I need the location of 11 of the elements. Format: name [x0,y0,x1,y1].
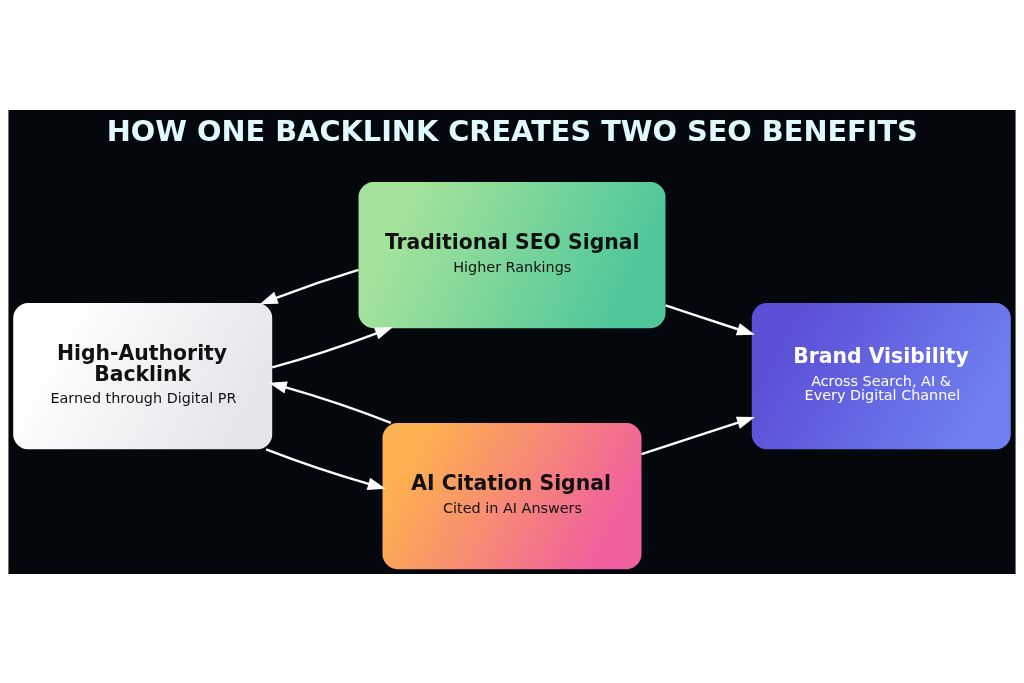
node-box: Traditional SEO Signal Higher Rankings [358,181,666,328]
node-box: AI Citation Signal Cited in AI Answers [382,422,642,569]
node-box: High-Authority Backlink Earned through Digital PR [13,302,273,449]
arrow [268,380,392,424]
diagram-title: HOW ONE BACKLINK CREATES TWO SEO BENEFITS [106,113,918,148]
arrow [665,303,755,335]
arrow [259,268,359,304]
arrow [641,416,755,455]
node-box: Brand Visibility Across Search, AI & Every Digital Channel [751,302,1011,449]
arrow [265,447,386,490]
arrow [271,326,394,369]
